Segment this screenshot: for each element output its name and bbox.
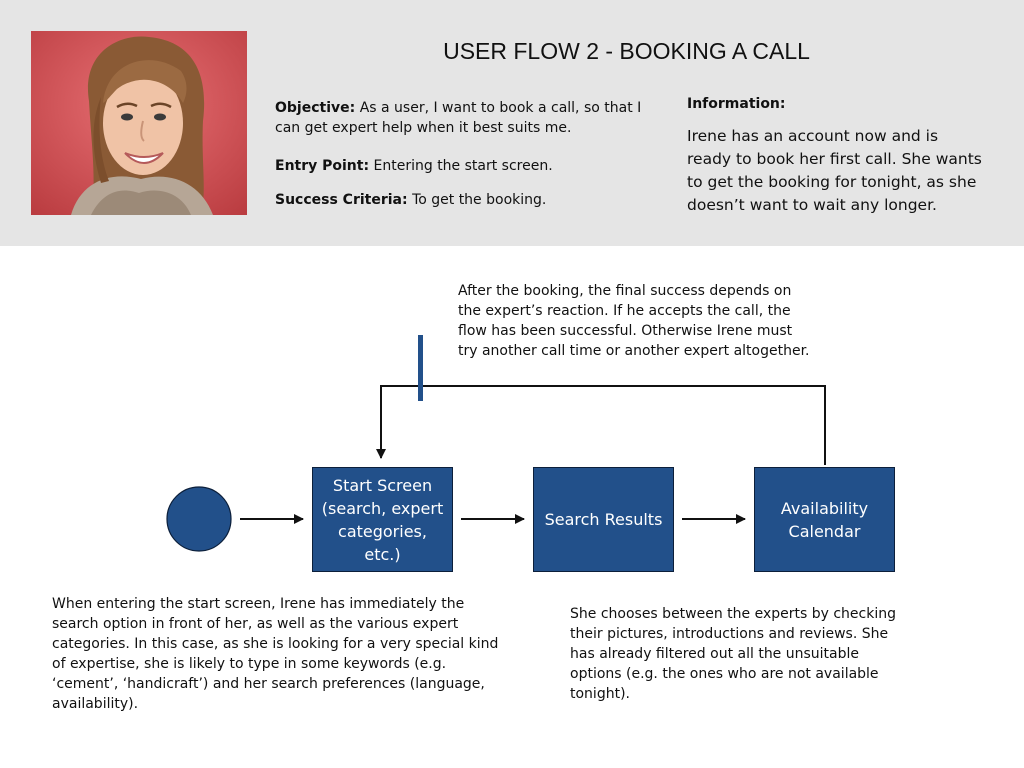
persona-photo (31, 31, 247, 215)
loop-back-connector (376, 385, 826, 465)
node-search-results-label: Search Results (544, 510, 663, 529)
entry-point-text: Entering the start screen. (373, 158, 553, 174)
start-screen-note: When entering the start screen, Irene ha… (52, 596, 499, 712)
flow-diagram: Start Screen (search, expert categories,… (0, 246, 1024, 768)
information-text: Irene has an account now and is ready to… (687, 127, 982, 214)
search-results-note: She chooses between the experts by check… (570, 606, 896, 702)
node-search-results: Search Results (533, 467, 674, 572)
node-start-screen-label: Start Screen (search, expert categories,… (321, 475, 444, 564)
page-title: USER FLOW 2 - BOOKING A CALL (443, 38, 810, 64)
success-criteria-block: Success Criteria: To get the booking. (275, 190, 655, 210)
after-booking-note: After the booking, the final success dep… (458, 283, 810, 359)
node-start-screen: Start Screen (search, expert categories,… (312, 467, 453, 572)
entry-point-block: Entry Point: Entering the start screen. (275, 156, 655, 176)
information-heading: Information: (687, 96, 786, 112)
objective-block: Objective: As a user, I want to book a c… (275, 98, 655, 138)
success-criteria-label: Success Criteria: (275, 192, 408, 208)
start-node (166, 486, 232, 552)
objective-text: As a user, I want to book a call, so tha… (275, 100, 642, 136)
node-availability-calendar-label: Availability Calendar (780, 498, 869, 541)
success-criteria-text: To get the booking. (412, 192, 547, 208)
node-availability-calendar: Availability Calendar (754, 467, 895, 572)
success-marker-bar (418, 335, 423, 401)
objective-label: Objective: (275, 100, 356, 116)
entry-point-label: Entry Point: (275, 158, 370, 174)
flow-connectors (166, 335, 826, 552)
